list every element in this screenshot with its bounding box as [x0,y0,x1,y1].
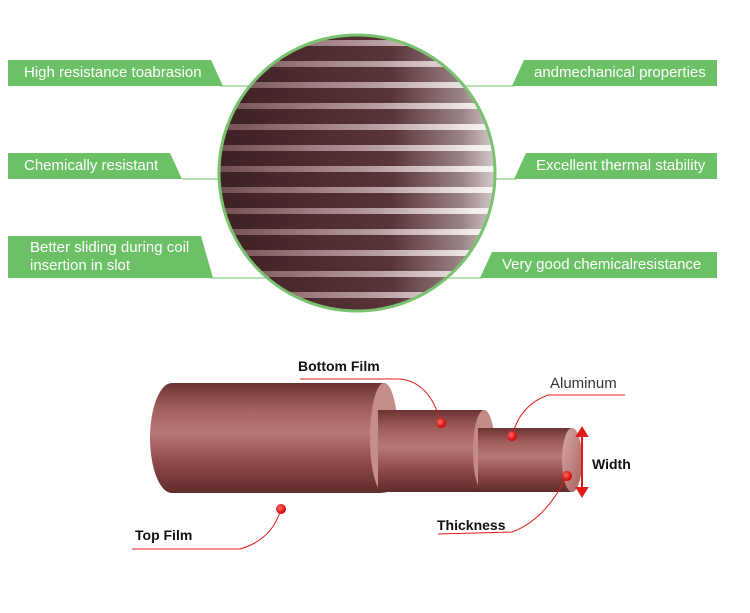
coil-strip [219,82,495,88]
diagram-leader-lines [132,378,625,550]
top-film-marker [276,504,286,514]
coil-strip [219,187,495,193]
coil-closeup-image [200,35,520,319]
coil-strip [219,166,495,172]
bottom-film-marker [436,418,446,428]
coil-strip [219,40,495,46]
feature-tag-text: Excellent thermal stability [536,157,706,174]
feature-tag-abrasion: High resistance toabrasion [8,60,223,86]
coil-strip [219,208,495,214]
diagram-markers [276,418,572,514]
feature-tag-mechanical: andmechanical properties [512,60,717,86]
feature-tag-text: Very good chemicalresistance [502,256,702,273]
coil-circle-frame [217,33,497,313]
bottom-film-label: Bottom Film [298,358,380,374]
feature-tag-text: High resistance toabrasion [24,64,202,81]
coil-strip [219,103,495,109]
thickness-label: Thickness [437,517,506,533]
feature-tag-sliding: Better sliding during coil insertion in … [8,236,213,278]
width-arrow [575,426,589,498]
top-film-label: Top Film [135,527,192,543]
feature-tag-text: andmechanical properties [534,64,706,81]
width-label: Width [592,456,631,472]
coil-strip [219,229,495,235]
thickness-marker [562,471,572,481]
coil-strip [219,145,495,151]
feature-tag-text: Better sliding during coil insertion in … [30,239,190,274]
wire-cross-section-diagram [150,383,582,493]
feature-tag-thermal: Excellent thermal stability [514,153,717,179]
coil-strip [219,61,495,67]
coil-strip [219,124,495,130]
aluminum-marker [507,431,517,441]
feature-tag-chemically-resistant: Chemically resistant [8,153,182,179]
coil-strip [219,271,495,277]
coil-strip [219,292,495,298]
coil-strip [200,313,520,319]
coil-strip [219,250,495,256]
feature-tag-chemical-resistance: Very good chemicalresistance [480,252,717,278]
feature-tag-text: Chemically resistant [24,157,159,174]
aluminum-label: Aluminum [550,375,617,392]
